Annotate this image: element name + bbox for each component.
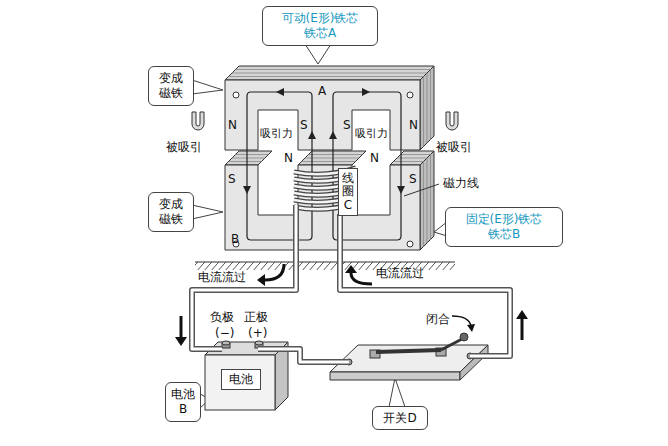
- field-arrow: [329, 131, 337, 139]
- battery: [222, 341, 230, 345]
- current-arrow: [175, 337, 187, 346]
- current-arrow: [257, 274, 265, 286]
- callout-box: 变成 磁铁: [148, 66, 194, 106]
- node-text: 开关D: [383, 411, 416, 426]
- callout-box: 开关D: [372, 406, 428, 430]
- pole-letter: N: [409, 118, 418, 132]
- pole-letter: S: [409, 172, 417, 186]
- field-line: [247, 92, 401, 240]
- field-arrow: [243, 88, 405, 194]
- movable-core-a: [229, 70, 431, 147]
- field-line: [247, 92, 312, 240]
- node-text: 固定(E形)铁芯 铁芯B: [454, 212, 554, 242]
- current-arrow: [521, 318, 524, 340]
- annotation: 电流流过: [376, 266, 424, 280]
- terminal-label: (+): [248, 326, 267, 340]
- movable-core-a: [407, 92, 413, 98]
- switch-d: [460, 345, 488, 380]
- current-arrow: [452, 316, 471, 326]
- node-text: 变成 磁铁: [156, 197, 186, 227]
- magnet-icon: [446, 112, 458, 130]
- switch-d: [330, 333, 488, 380]
- current-arrow: [175, 264, 528, 346]
- callout-box: 电池 B: [165, 382, 201, 422]
- pole-letter: S: [300, 118, 308, 132]
- field-arrow: [397, 186, 405, 194]
- callout-box: 固定(E形)铁芯 铁芯B: [445, 207, 563, 247]
- node-text: 可动(E形)铁芯 铁芯A: [270, 11, 370, 41]
- callout-box: 可动(E形)铁芯 铁芯A: [262, 6, 378, 46]
- field-arrow: [276, 88, 284, 96]
- current-arrow: [467, 324, 475, 332]
- current-arrow: [180, 316, 183, 338]
- pole-letter: S: [343, 118, 351, 132]
- callout-pointer: [192, 80, 223, 94]
- current-arrow: [345, 265, 357, 273]
- annotation: 被吸引: [166, 140, 202, 154]
- switch-d: [330, 372, 460, 380]
- fixed-core-b: [225, 151, 434, 250]
- movable-core-a: [225, 80, 420, 150]
- fixed-core-b: [229, 155, 431, 247]
- field-arrow: [362, 88, 370, 96]
- field-arrow: [243, 186, 251, 194]
- field-arrow: [308, 131, 316, 139]
- current-arrow: [516, 310, 528, 319]
- terminal-label: (−): [215, 326, 234, 340]
- movable-core-a: [225, 66, 434, 150]
- part-letter: B: [231, 232, 239, 246]
- annotation: 被吸引: [436, 140, 472, 154]
- coil-label-box: 线圈C: [338, 168, 358, 216]
- node-text: 电池: [229, 372, 253, 387]
- fixed-core-b: [407, 241, 413, 247]
- battery: [275, 342, 288, 410]
- ground: [195, 261, 455, 262]
- terminal-label: 负极: [210, 310, 234, 324]
- callout-pointer: [389, 378, 405, 407]
- pole-letter: N: [370, 151, 379, 165]
- magnet-icon: [192, 112, 204, 130]
- annotation: 吸引力: [355, 127, 388, 141]
- annotation: 电流流过: [198, 270, 246, 284]
- callout-box: 变成 磁铁: [148, 192, 194, 232]
- switch-d: [441, 339, 462, 350]
- callout-pointer: [305, 44, 331, 64]
- node-text: 变成 磁铁: [156, 71, 186, 101]
- movable-core-a: [233, 92, 239, 98]
- battery-label-box: 电池: [221, 369, 261, 390]
- annotation: 吸引力: [260, 127, 293, 141]
- callout-pointer: [192, 205, 223, 219]
- pole-letter: S: [228, 172, 236, 186]
- fixed-core-b: [225, 165, 420, 250]
- terminal-label: 正极: [244, 310, 268, 324]
- current-arrow: [351, 273, 372, 284]
- pole-letter: N: [284, 151, 293, 165]
- field-line: [333, 92, 401, 240]
- switch-d: [376, 350, 441, 352]
- current-arrow: [265, 264, 284, 280]
- battery: [205, 355, 275, 410]
- pole-letter: A: [318, 84, 326, 98]
- node-text: 电池 B: [170, 387, 196, 417]
- switch-d: [460, 333, 468, 341]
- node-text: 线圈C: [342, 172, 354, 212]
- battery: [255, 341, 263, 345]
- pole-letter: N: [228, 118, 237, 132]
- annotation: 磁力线: [443, 176, 479, 190]
- annotation: 闭合: [426, 312, 450, 326]
